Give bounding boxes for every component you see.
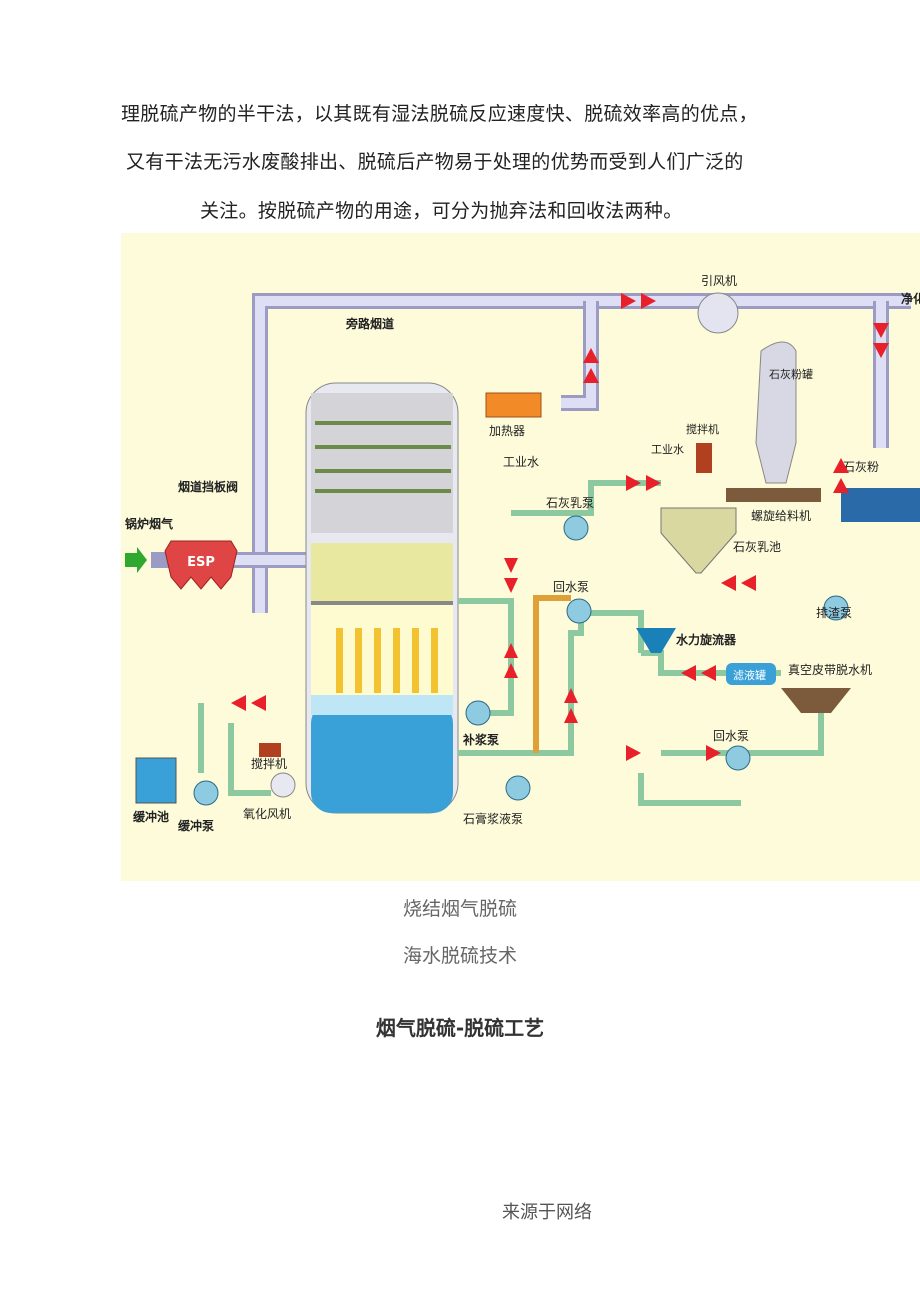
heater-label: 加热器 <box>489 424 525 438</box>
lime-silo-label: 石灰粉罐 <box>769 367 813 381</box>
desulfurization-process-diagram: ESP <box>121 233 920 881</box>
lime-pump-label: 石灰乳泵 <box>546 496 594 510</box>
lime-silo <box>755 341 797 484</box>
lime-pool <box>660 507 737 574</box>
slurry-pipes <box>198 480 824 806</box>
buffer-pool <box>135 757 177 804</box>
lime-powder-label: 石灰粉 <box>843 460 879 474</box>
oxidation-fan-label: 氧化风机 <box>243 807 291 821</box>
fan-icon <box>697 292 739 334</box>
source-note: 来源于网络 <box>502 1202 592 1223</box>
paragraph-line-1: 理脱硫产物的半干法，以其既有湿法脱硫反应速度快、脱硫效率高的优点， <box>121 103 758 125</box>
stirrer-top-label: 搅拌机 <box>686 422 719 436</box>
paragraph-line-2: 又有干法无污水废酸排出、脱硫后产物易于处理的优势而受到人们广泛的 <box>126 151 744 173</box>
esp-label: ESP <box>187 555 215 570</box>
fan-label: 引风机 <box>701 274 737 288</box>
screw-feeder-label: 螺旋给料机 <box>751 509 811 523</box>
stirrer-top-icon <box>696 443 712 473</box>
esp-unit: ESP <box>164 540 238 590</box>
vacuum-belt-label: 真空皮带脱水机 <box>788 662 872 677</box>
clean-label: 净化 <box>901 291 920 306</box>
bypass-label: 旁路烟道 <box>345 316 394 331</box>
flue-gas-inlet <box>125 547 311 573</box>
return-pump-top-label: 回水泵 <box>553 580 589 594</box>
oxidation-fan-icon <box>270 772 296 798</box>
caption-sintering: 烧结烟气脱硫 <box>402 898 517 920</box>
hydrocyclone-label: 水力旋流器 <box>676 632 737 647</box>
industrial-water-top-label: 工业水 <box>651 443 684 456</box>
buffer-pool-label: 缓冲池 <box>133 809 169 824</box>
hydrocyclone-icon <box>636 628 676 653</box>
pumps <box>193 515 849 806</box>
return-pump-bottom-label: 回水泵 <box>713 729 749 743</box>
lime-truck <box>841 488 920 522</box>
stirrer-bottom-label: 搅拌机 <box>251 756 287 771</box>
buffer-pump-label: 缓冲泵 <box>178 818 214 833</box>
flow-arrows <box>231 293 889 761</box>
boiler-gas-label: 锅炉烟气 <box>125 516 173 531</box>
paragraph-line-3: 关注。按脱硫产物的用途，可分为抛弃法和回收法两种。 <box>200 200 683 222</box>
industrial-water-side-label: 工业水 <box>503 455 539 469</box>
vacuum-belt-icon <box>781 688 851 713</box>
supplement-pump-label: 补浆泵 <box>462 732 499 747</box>
damper-label: 烟道挡板阀 <box>178 479 238 494</box>
screw-feeder <box>726 488 821 502</box>
filter-tank <box>726 663 776 685</box>
heater <box>485 392 542 418</box>
absorber-tower <box>305 382 459 814</box>
section-heading: 烟气脱硫-脱硫工艺 <box>375 1016 545 1040</box>
lime-pool-label: 石灰乳池 <box>733 540 781 554</box>
filter-tank-label: 滤液罐 <box>733 668 766 682</box>
slag-pump-label: 排渣泵 <box>816 606 852 620</box>
caption-seawater: 海水脱硫技术 <box>402 945 517 967</box>
stirrer-bottom-icon <box>259 743 281 757</box>
return-water-pipe <box>533 595 571 753</box>
gypsum-pump-label: 石膏浆液泵 <box>463 811 523 826</box>
